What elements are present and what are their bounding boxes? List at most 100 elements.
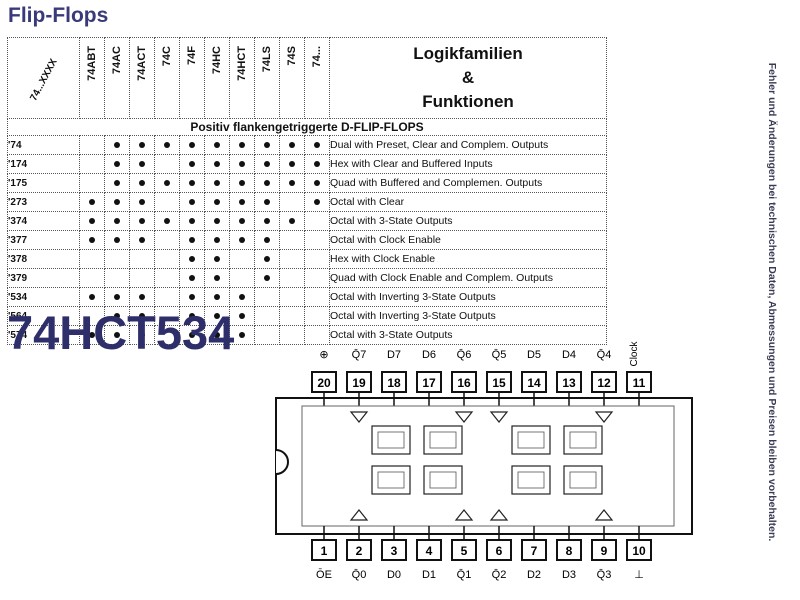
available-dot — [289, 141, 295, 148]
pin-label: D4 — [562, 349, 576, 361]
available-dot — [214, 274, 220, 281]
availability-cell — [204, 230, 230, 250]
family-label: 74ABT — [86, 46, 98, 81]
availability-cell — [104, 249, 130, 269]
availability-cell — [129, 249, 155, 269]
family-label: 74S — [286, 46, 298, 66]
description-header-line: Funktionen — [422, 92, 514, 111]
family-label: 74HC — [211, 46, 223, 75]
output-buffer — [594, 509, 614, 521]
available-dot — [189, 293, 195, 300]
availability-cell — [229, 287, 255, 307]
availability-cell — [79, 135, 105, 155]
function-cell: Quad with Buffered and Complemen. Output… — [329, 173, 607, 193]
page-title: Flip-Flops — [8, 4, 109, 27]
availability-cell — [104, 268, 130, 288]
available-dot — [264, 217, 270, 224]
type-cell: '374 — [7, 211, 80, 231]
pin-number: 10 — [632, 544, 646, 558]
available-dot — [214, 179, 220, 186]
available-dot — [114, 312, 120, 319]
availability-cell — [229, 230, 255, 250]
availability-cell — [254, 230, 280, 250]
availability-cell — [104, 154, 130, 174]
type-cell: '273 — [7, 192, 80, 212]
available-dot — [89, 236, 95, 243]
description-header: Logikfamilien & Funktionen — [329, 37, 607, 119]
availability-cell — [254, 192, 280, 212]
availability-cell — [79, 173, 105, 193]
available-dot — [239, 293, 245, 300]
available-dot — [239, 160, 245, 167]
pin-number: 8 — [566, 544, 573, 558]
availability-cell — [204, 173, 230, 193]
availability-cell — [129, 287, 155, 307]
pin-label: D3 — [562, 569, 576, 581]
available-dot — [264, 274, 270, 281]
available-dot — [314, 141, 320, 148]
available-dot — [89, 198, 95, 205]
available-dot — [189, 198, 195, 205]
available-dot — [214, 141, 220, 148]
available-dot — [189, 274, 195, 281]
type-cell: '378 — [7, 249, 80, 269]
availability-cell — [204, 135, 230, 155]
availability-cell — [79, 230, 105, 250]
pin-label: D6 — [422, 349, 436, 361]
available-dot — [114, 141, 120, 148]
pin-number: 3 — [391, 544, 398, 558]
pin-label: Q̄0 — [352, 568, 367, 581]
availability-cell — [204, 192, 230, 212]
pin-label: Q̄2 — [492, 568, 507, 581]
availability-cell — [154, 211, 180, 231]
available-dot — [89, 217, 95, 224]
available-dot — [264, 198, 270, 205]
availability-cell — [304, 192, 330, 212]
function-cell: Quad with Clock Enable and Complem. Outp… — [329, 268, 607, 288]
available-dot — [239, 179, 245, 186]
available-dot — [189, 160, 195, 167]
availability-cell — [104, 230, 130, 250]
family-label: 74HCT — [236, 46, 248, 81]
availability-cell — [79, 154, 105, 174]
pin-number: 1 — [321, 544, 328, 558]
pin-label: Q̄7 — [352, 348, 367, 361]
pin-label: D0 — [387, 569, 401, 581]
available-dot — [139, 236, 145, 243]
available-dot — [214, 312, 220, 319]
latch-core — [569, 431, 597, 449]
availability-cell — [229, 249, 255, 269]
pin-label: ŌE — [316, 569, 332, 581]
family-label: 74LS — [261, 46, 273, 73]
availability-cell — [179, 154, 205, 174]
internal-bus — [301, 405, 675, 527]
available-dot — [114, 331, 120, 338]
availability-cell — [304, 287, 330, 307]
latch-core — [517, 431, 545, 449]
availability-cell — [129, 268, 155, 288]
family-header: 74HC — [204, 37, 230, 119]
available-dot — [189, 179, 195, 186]
pin-number: 14 — [527, 376, 541, 390]
function-cell: Octal with Clock Enable — [329, 230, 607, 250]
availability-cell — [179, 135, 205, 155]
availability-cell — [304, 306, 330, 326]
available-dot — [239, 217, 245, 224]
type-cell: '379 — [7, 268, 80, 288]
availability-cell — [154, 192, 180, 212]
type-cell: '74 — [7, 135, 80, 155]
section-title: Positiv flankengetriggerte D-FLIP-FLOPS — [7, 118, 607, 136]
pin-number: 7 — [531, 544, 538, 558]
family-label: 74... — [311, 46, 323, 68]
available-dot — [239, 141, 245, 148]
pin-label: Q̄6 — [457, 348, 472, 361]
pin-label: Clock — [629, 341, 640, 367]
available-dot — [139, 217, 145, 224]
availability-cell — [179, 211, 205, 231]
pin-label: ⊥ — [634, 569, 644, 581]
availability-cell — [104, 211, 130, 231]
latch-core — [429, 431, 457, 449]
availability-cell — [104, 287, 130, 307]
